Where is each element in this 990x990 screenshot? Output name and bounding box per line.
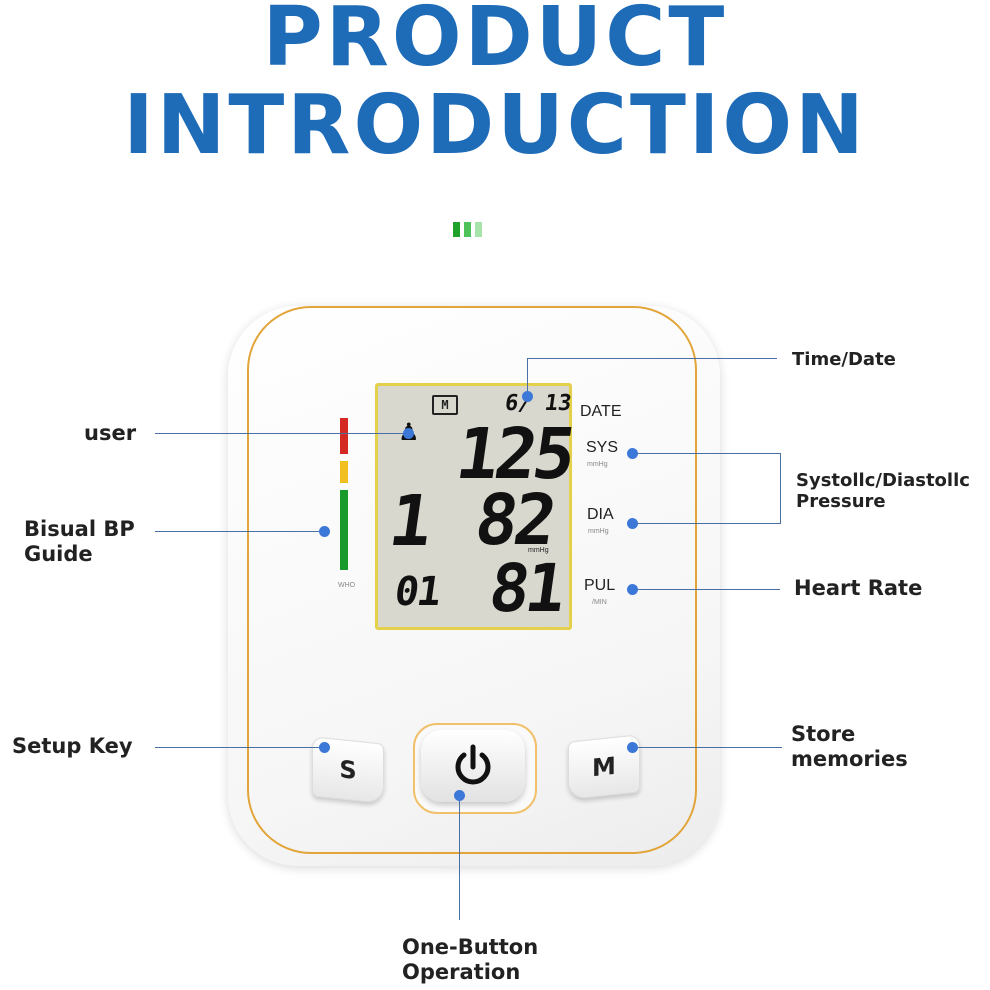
lcd-date: 6/ 13 [503,391,574,416]
title-line-2: INTRODUCTION [123,78,867,173]
monitor-trim [247,306,697,854]
dia-unit: mmHg [588,528,609,535]
callout-bp-guide-line-1: Bisual BP [24,517,135,541]
divider-mark [464,222,471,237]
callout-dot [627,518,638,529]
callout-time-date: Time/Date [792,349,896,370]
callout-dot [403,428,414,439]
bp-guide-green-bar [340,490,348,570]
callout-line [155,747,325,748]
callout-pressure-line-1: Systollc/Diastollc [796,470,970,491]
who-label: WHO [338,582,356,589]
bp-guide-yellow-bar [340,461,348,483]
callout-line [632,453,780,454]
dia-label: DIA [587,506,614,523]
callout-store-line-2: memories [791,747,908,771]
callout-dot [454,790,465,801]
callout-line [459,795,460,920]
lcd-memory-badge: M [432,395,458,415]
callout-setup-key: Setup Key [12,734,133,758]
callout-line [527,358,528,396]
date-label: DATE [580,403,622,420]
divider-mark [453,222,460,237]
callout-dot [319,742,330,753]
power-icon [455,744,491,785]
callout-heart-rate: Heart Rate [794,576,923,600]
title-line-1: PRODUCT [262,0,728,85]
callout-dot [522,391,533,402]
divider-mark [475,222,482,237]
lcd-dia-value: 82 [470,479,559,561]
callout-line [527,358,777,359]
callout-one-button-line-1: One-Button [402,935,539,959]
power-button[interactable] [421,730,525,802]
callout-dot [627,448,638,459]
callout-store-line-1: Store [791,722,856,746]
callout-line [632,747,782,748]
callout-pressure-line-2: Pressure [796,491,886,512]
pul-label: PUL [584,577,616,594]
callout-dot [627,584,638,595]
callout-bracket [780,453,781,524]
bp-guide-red-bar [340,418,348,454]
sys-unit: mmHg [587,461,608,468]
callout-user: user [84,421,137,445]
callout-line [155,531,325,532]
callout-bp-guide-line-2: Guide [24,542,93,566]
sys-label: SYS [586,439,619,456]
callout-one-button-line-2: Operation [402,960,521,984]
callout-line [632,589,780,590]
lcd-mmhg-unit: mmHg [528,547,549,554]
callout-dot [319,526,330,537]
pul-unit: /MIN [592,599,607,606]
lcd-screen [375,383,572,630]
callout-dot [627,742,638,753]
callout-line [155,433,407,434]
lcd-memory-index: 01 [391,569,443,615]
lcd-pul-value: 81 [484,550,567,627]
callout-line [632,523,780,524]
